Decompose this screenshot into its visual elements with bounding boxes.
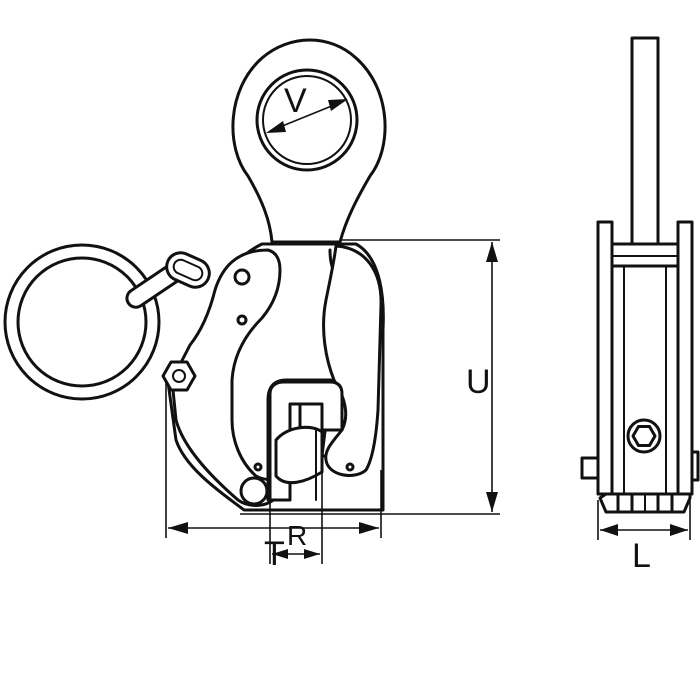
jaw-arm [322,244,383,477]
lever-pin-small [253,462,263,472]
shackle [165,251,211,289]
eye-hole-inner-ring [262,75,352,165]
jaw-pin [345,462,355,472]
l-arrow-left [600,524,618,536]
side-dimensions: L [597,500,691,575]
side-jaw-slot-left [616,492,634,514]
r-arrow-right [304,549,320,559]
pivot-hex-bolt [161,360,197,392]
side-hex-bolt-icon [631,425,657,447]
lever-pivot-pin [239,476,269,506]
u-arrow-top [486,242,498,262]
v-arrow-left [266,121,286,133]
r-label: R [287,520,307,551]
lever-hole-small [236,314,248,326]
v-arrow-right [328,99,348,111]
u-label: U [466,363,491,401]
v-label: V [284,82,307,120]
front-view: V [3,38,387,512]
side-shackle-bar [630,36,660,250]
side-plate-right [676,220,694,496]
side-plate-left [596,220,614,496]
l-arrow-right [670,524,688,536]
lever-hole-upper [233,268,251,286]
t-arrow-left [168,522,188,534]
pivot-bolt-center [172,369,186,383]
r-arrow-left [272,549,288,559]
u-arrow-bottom [486,492,498,512]
eye-hole [255,68,359,172]
l-label: L [632,537,651,575]
front-dimensions: U R T [165,239,500,573]
side-view [580,36,700,514]
side-handle-tab [580,456,600,480]
side-jaw-slot-right [656,492,674,514]
side-tab-right [690,450,700,482]
side-body [610,242,680,496]
handle-ring-inner [16,256,148,388]
t-label: T [264,535,285,573]
t-arrow-right [359,522,379,534]
